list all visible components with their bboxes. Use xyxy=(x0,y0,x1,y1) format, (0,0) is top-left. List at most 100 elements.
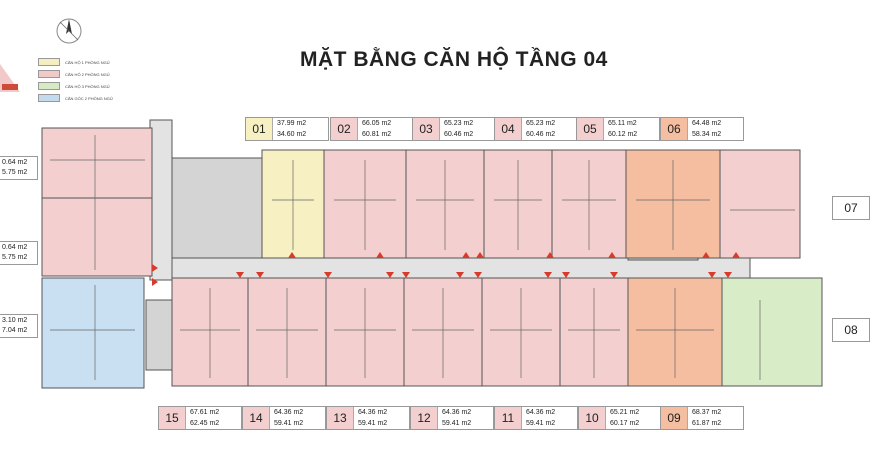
unit-07 xyxy=(719,149,801,259)
legend: CĂN HỘ 1 PHÒNG NGỦ CĂN HỘ 2 PHÒNG NGỦ CĂN … xyxy=(38,56,113,104)
entrance-arrow-icon xyxy=(386,272,394,278)
net-area: 60.81 m2 xyxy=(362,131,392,138)
entrance-arrow-icon xyxy=(708,272,716,278)
unit-areas: 65.23 m2 60.46 m2 xyxy=(522,118,559,140)
entrance-arrow-icon xyxy=(152,264,158,272)
gross-area: 3.10 m2 xyxy=(2,317,28,324)
gross-area: 64.48 m2 xyxy=(692,120,722,127)
net-area: 59.41 m2 xyxy=(274,420,304,427)
unit-areas: 65.11 m2 60.12 m2 xyxy=(604,118,641,140)
unit-number: 10 xyxy=(579,407,606,429)
entrance-arrow-icon xyxy=(462,252,470,258)
gross-area: 64.36 m2 xyxy=(442,409,472,416)
unit-label: 02 66.05 m2 60.81 m2 xyxy=(330,117,414,141)
entrance-arrow-icon xyxy=(702,252,710,258)
compass-icon xyxy=(56,18,82,44)
gross-area: 37.99 m2 xyxy=(277,120,307,127)
entrance-arrow-icon xyxy=(476,252,484,258)
entrance-arrow-icon xyxy=(152,278,158,286)
unit-label-right: 07 xyxy=(832,196,870,220)
unit-number: 04 xyxy=(495,118,522,140)
net-area: 59.41 m2 xyxy=(526,420,556,427)
corridor-left xyxy=(149,119,173,281)
unit-label-right: 08 xyxy=(832,318,870,342)
legend-item: CĂN GÓC 2 PHÒNG NGỦ xyxy=(38,92,113,104)
entrance-arrow-icon xyxy=(256,272,264,278)
unit-number: 14 xyxy=(243,407,270,429)
entrance-arrow-icon xyxy=(456,272,464,278)
entrance-arrow-icon xyxy=(474,272,482,278)
unit-areas: 64.48 m2 58.34 m2 xyxy=(688,118,725,140)
net-area: 61.87 m2 xyxy=(692,420,722,427)
entrance-arrow-icon xyxy=(402,272,410,278)
gross-area: 65.11 m2 xyxy=(608,120,637,127)
legend-item: CĂN HỘ 1 PHÒNG NGỦ xyxy=(38,56,113,68)
gross-area: 65.23 m2 xyxy=(444,120,474,127)
legend-item: CĂN HỘ 2 PHÒNG NGỦ xyxy=(38,68,113,80)
legend-label: CĂN HỘ 3 PHÒNG NGỦ xyxy=(65,83,110,89)
legend-swatch xyxy=(38,58,60,66)
unit-number: 02 xyxy=(331,118,358,140)
unit-left-b xyxy=(41,197,153,277)
gross-area: 0.64 m2 xyxy=(2,159,28,166)
unit-label-left: 0.64 m2 5.75 m2 xyxy=(0,241,38,265)
unit-areas: 64.36 m2 59.41 m2 xyxy=(438,407,475,429)
gross-area: 0.64 m2 xyxy=(2,244,28,251)
page-title: MẶT BẰNG CĂN HỘ TẦNG 04 xyxy=(300,48,608,71)
unit-number: 03 xyxy=(413,118,440,140)
unit-label: 05 65.11 m2 60.12 m2 xyxy=(576,117,660,141)
net-area: 59.41 m2 xyxy=(442,420,472,427)
unit-number: 05 xyxy=(577,118,604,140)
gross-area: 65.23 m2 xyxy=(526,120,556,127)
unit-number: 06 xyxy=(661,118,688,140)
entrance-arrow-icon xyxy=(544,272,552,278)
unit-08 xyxy=(721,277,823,387)
unit-number: 01 xyxy=(246,118,273,140)
entrance-arrow-icon xyxy=(288,252,296,258)
legend-label: CĂN GÓC 2 PHÒNG NGỦ xyxy=(65,95,113,101)
net-area: 5.75 m2 xyxy=(2,169,28,176)
net-area: 59.41 m2 xyxy=(358,420,388,427)
unit-label: 12 64.36 m2 59.41 m2 xyxy=(410,406,494,430)
unit-left-a xyxy=(41,127,153,199)
legend-swatch xyxy=(38,82,60,90)
unit-label: 04 65.23 m2 60.46 m2 xyxy=(494,117,578,141)
net-area: 58.34 m2 xyxy=(692,131,722,138)
unit-number: 15 xyxy=(159,407,186,429)
unit-number: 12 xyxy=(411,407,438,429)
gross-area: 65.21 m2 xyxy=(610,409,640,416)
unit-number: 07 xyxy=(844,201,858,215)
net-area: 60.17 m2 xyxy=(610,420,640,427)
net-area: 5.75 m2 xyxy=(2,254,28,261)
legend-label: CĂN HỘ 2 PHÒNG NGỦ xyxy=(65,71,110,77)
legend-label: CĂN HỘ 1 PHÒNG NGỦ xyxy=(65,59,110,65)
unit-areas: 66.05 m2 60.81 m2 xyxy=(358,118,395,140)
legend-swatch xyxy=(38,94,60,102)
unit-label: 06 64.48 m2 58.34 m2 xyxy=(660,117,744,141)
net-area: 60.46 m2 xyxy=(526,131,556,138)
unit-areas: 65.21 m2 60.17 m2 xyxy=(606,407,643,429)
entrance-arrow-icon xyxy=(608,252,616,258)
unit-left-corner xyxy=(41,277,145,389)
entrance-arrow-icon xyxy=(724,272,732,278)
entrance-arrow-icon xyxy=(376,252,384,258)
net-area: 60.12 m2 xyxy=(608,131,638,138)
unit-number: 13 xyxy=(327,407,354,429)
entrance-arrow-icon xyxy=(732,252,740,258)
gross-area: 66.05 m2 xyxy=(362,120,392,127)
core-stairs-lifts xyxy=(171,157,263,259)
entrance-arrow-icon xyxy=(546,252,554,258)
